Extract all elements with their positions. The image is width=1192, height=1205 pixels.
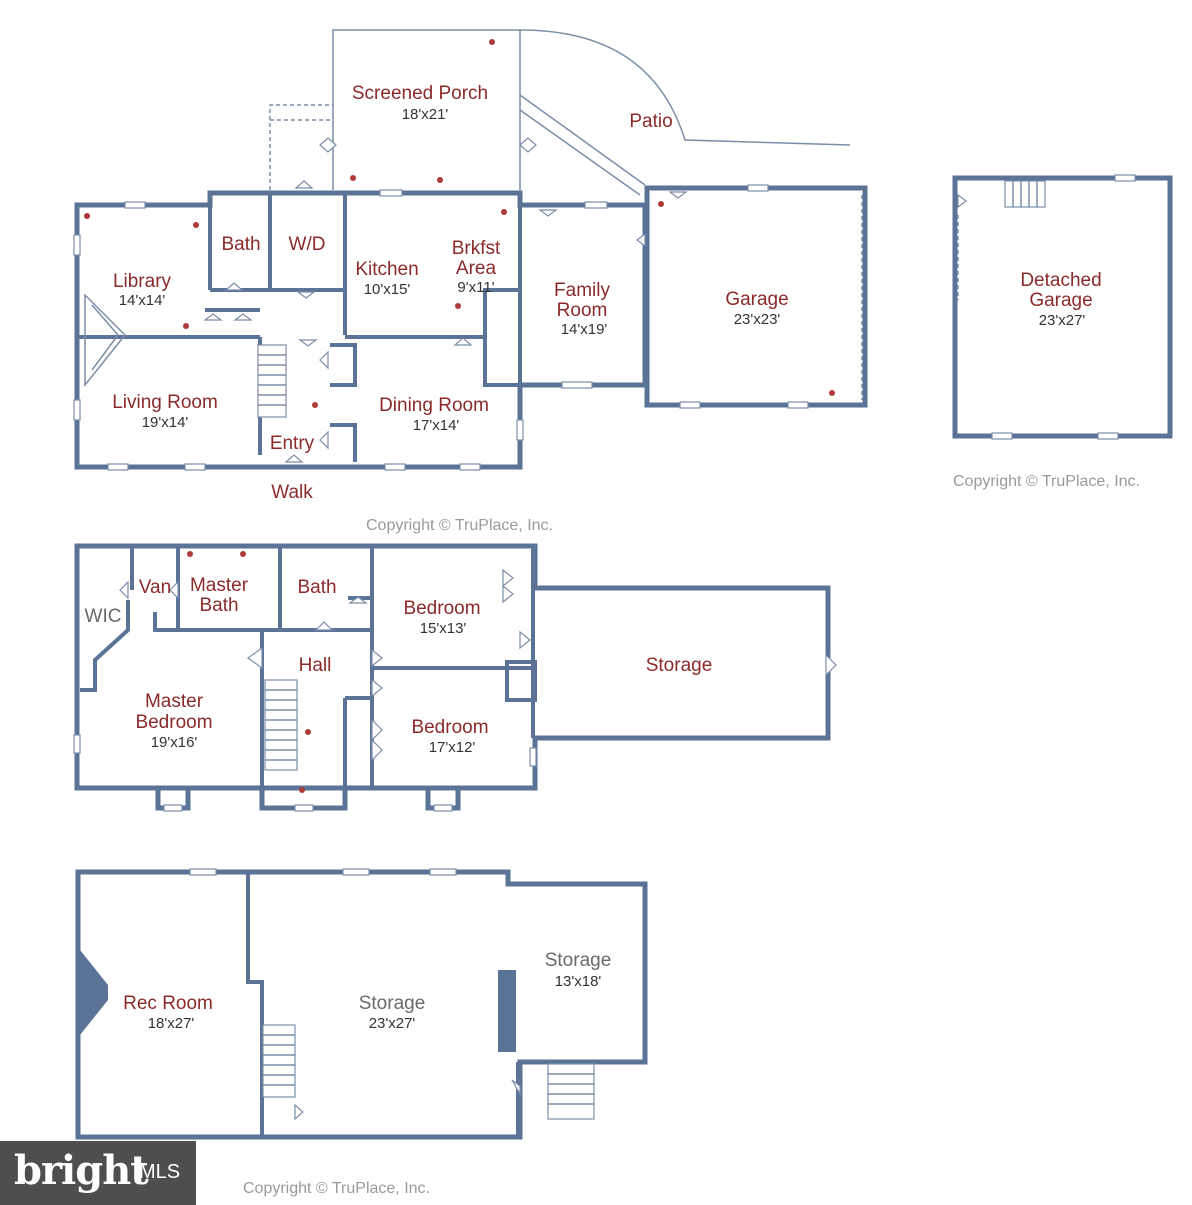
detached-label: Detached bbox=[1020, 270, 1101, 291]
first-floor-stairs bbox=[257, 344, 287, 418]
garage-label: Garage bbox=[725, 289, 788, 310]
rec-room-dim: 18'x27' bbox=[148, 1015, 195, 1032]
storage-main-label: Storage bbox=[359, 993, 426, 1014]
storage-label: Storage bbox=[646, 655, 713, 676]
patio-label: Patio bbox=[629, 111, 672, 132]
brand-suffix: MLS bbox=[139, 1161, 181, 1183]
bath-label: Bath bbox=[221, 234, 260, 255]
storage-main-dim: 23'x27' bbox=[369, 1015, 416, 1032]
exterior-stairs bbox=[547, 1063, 595, 1120]
screened-porch-dim: 18'x21' bbox=[402, 106, 449, 123]
bedroom-2-label: Bedroom bbox=[411, 717, 488, 738]
family-room-label: Room bbox=[557, 300, 608, 321]
brkfst-area-label: Area bbox=[456, 258, 497, 279]
second-floor-stairs bbox=[264, 679, 298, 771]
bedroom-2-dim: 17'x12' bbox=[429, 739, 476, 756]
library-label: Library bbox=[113, 271, 172, 292]
second-bath-label: Bath bbox=[297, 577, 336, 598]
dining-room-label: Dining Room bbox=[379, 395, 489, 416]
basement-walls bbox=[75, 869, 648, 1140]
storage-side-dim: 13'x18' bbox=[555, 973, 602, 990]
bedroom-1-dim: 15'x13' bbox=[420, 620, 467, 637]
detached-garage-label: Garage bbox=[1029, 290, 1092, 311]
brand-name: bright bbox=[14, 1147, 149, 1194]
garage-dim: 23'x23' bbox=[734, 311, 781, 328]
copyright-3: Copyright © TruPlace, Inc. bbox=[243, 1180, 430, 1197]
living-room-dim: 19'x14' bbox=[142, 414, 189, 431]
detached-garage-dim: 23'x27' bbox=[1039, 312, 1086, 329]
basement-stairs bbox=[262, 1024, 296, 1098]
wd-label: W/D bbox=[289, 234, 326, 255]
bedroom-1-label: Bedroom bbox=[403, 598, 480, 619]
master-label: Master bbox=[190, 575, 249, 596]
wic-label: WIC bbox=[85, 606, 122, 627]
garage-walls bbox=[644, 185, 868, 408]
brkfst-label: Brkfst bbox=[452, 238, 501, 259]
basement: Rec Room 18'x27' Storage 23'x27' Storage… bbox=[75, 868, 648, 1197]
entry-label: Entry bbox=[270, 433, 315, 454]
detached-garage: Detached Garage 23'x27' Copyright © TruP… bbox=[952, 174, 1173, 490]
copyright-1: Copyright © TruPlace, Inc. bbox=[366, 517, 553, 534]
family-label: Family bbox=[554, 280, 610, 301]
second-floor: WIC Van Master Bath Bath Bedroom 15'x13'… bbox=[73, 543, 837, 812]
family-room-dim: 14'x19' bbox=[561, 321, 608, 338]
master-bath-label: Bath bbox=[199, 595, 238, 616]
library-dim: 14'x14' bbox=[119, 292, 166, 309]
first-floor: Screened Porch 18'x21' Patio Library 14'… bbox=[73, 29, 868, 534]
living-room-label: Living Room bbox=[112, 392, 218, 413]
patio-outline bbox=[519, 29, 851, 146]
kitchen-dim: 10'x15' bbox=[364, 281, 411, 298]
kitchen-label: Kitchen bbox=[355, 259, 418, 280]
hall-label: Hall bbox=[299, 655, 332, 676]
brkfst-dim: 9'x11' bbox=[457, 279, 494, 296]
dining-room-dim: 17'x14' bbox=[413, 417, 460, 434]
master-bedroom-label-1: Master bbox=[145, 691, 204, 712]
walk-label: Walk bbox=[271, 482, 313, 503]
van-label: Van bbox=[139, 577, 171, 598]
storage-side-label: Storage bbox=[545, 950, 612, 971]
screened-porch-label: Screened Porch bbox=[352, 83, 488, 104]
rec-room-label: Rec Room bbox=[123, 993, 213, 1014]
master-bedroom-label-2: Bedroom bbox=[135, 712, 212, 733]
copyright-2: Copyright © TruPlace, Inc. bbox=[953, 473, 1140, 490]
master-bedroom-dim: 19'x16' bbox=[151, 734, 198, 751]
bright-mls-logo: bright MLS bbox=[0, 1141, 196, 1205]
